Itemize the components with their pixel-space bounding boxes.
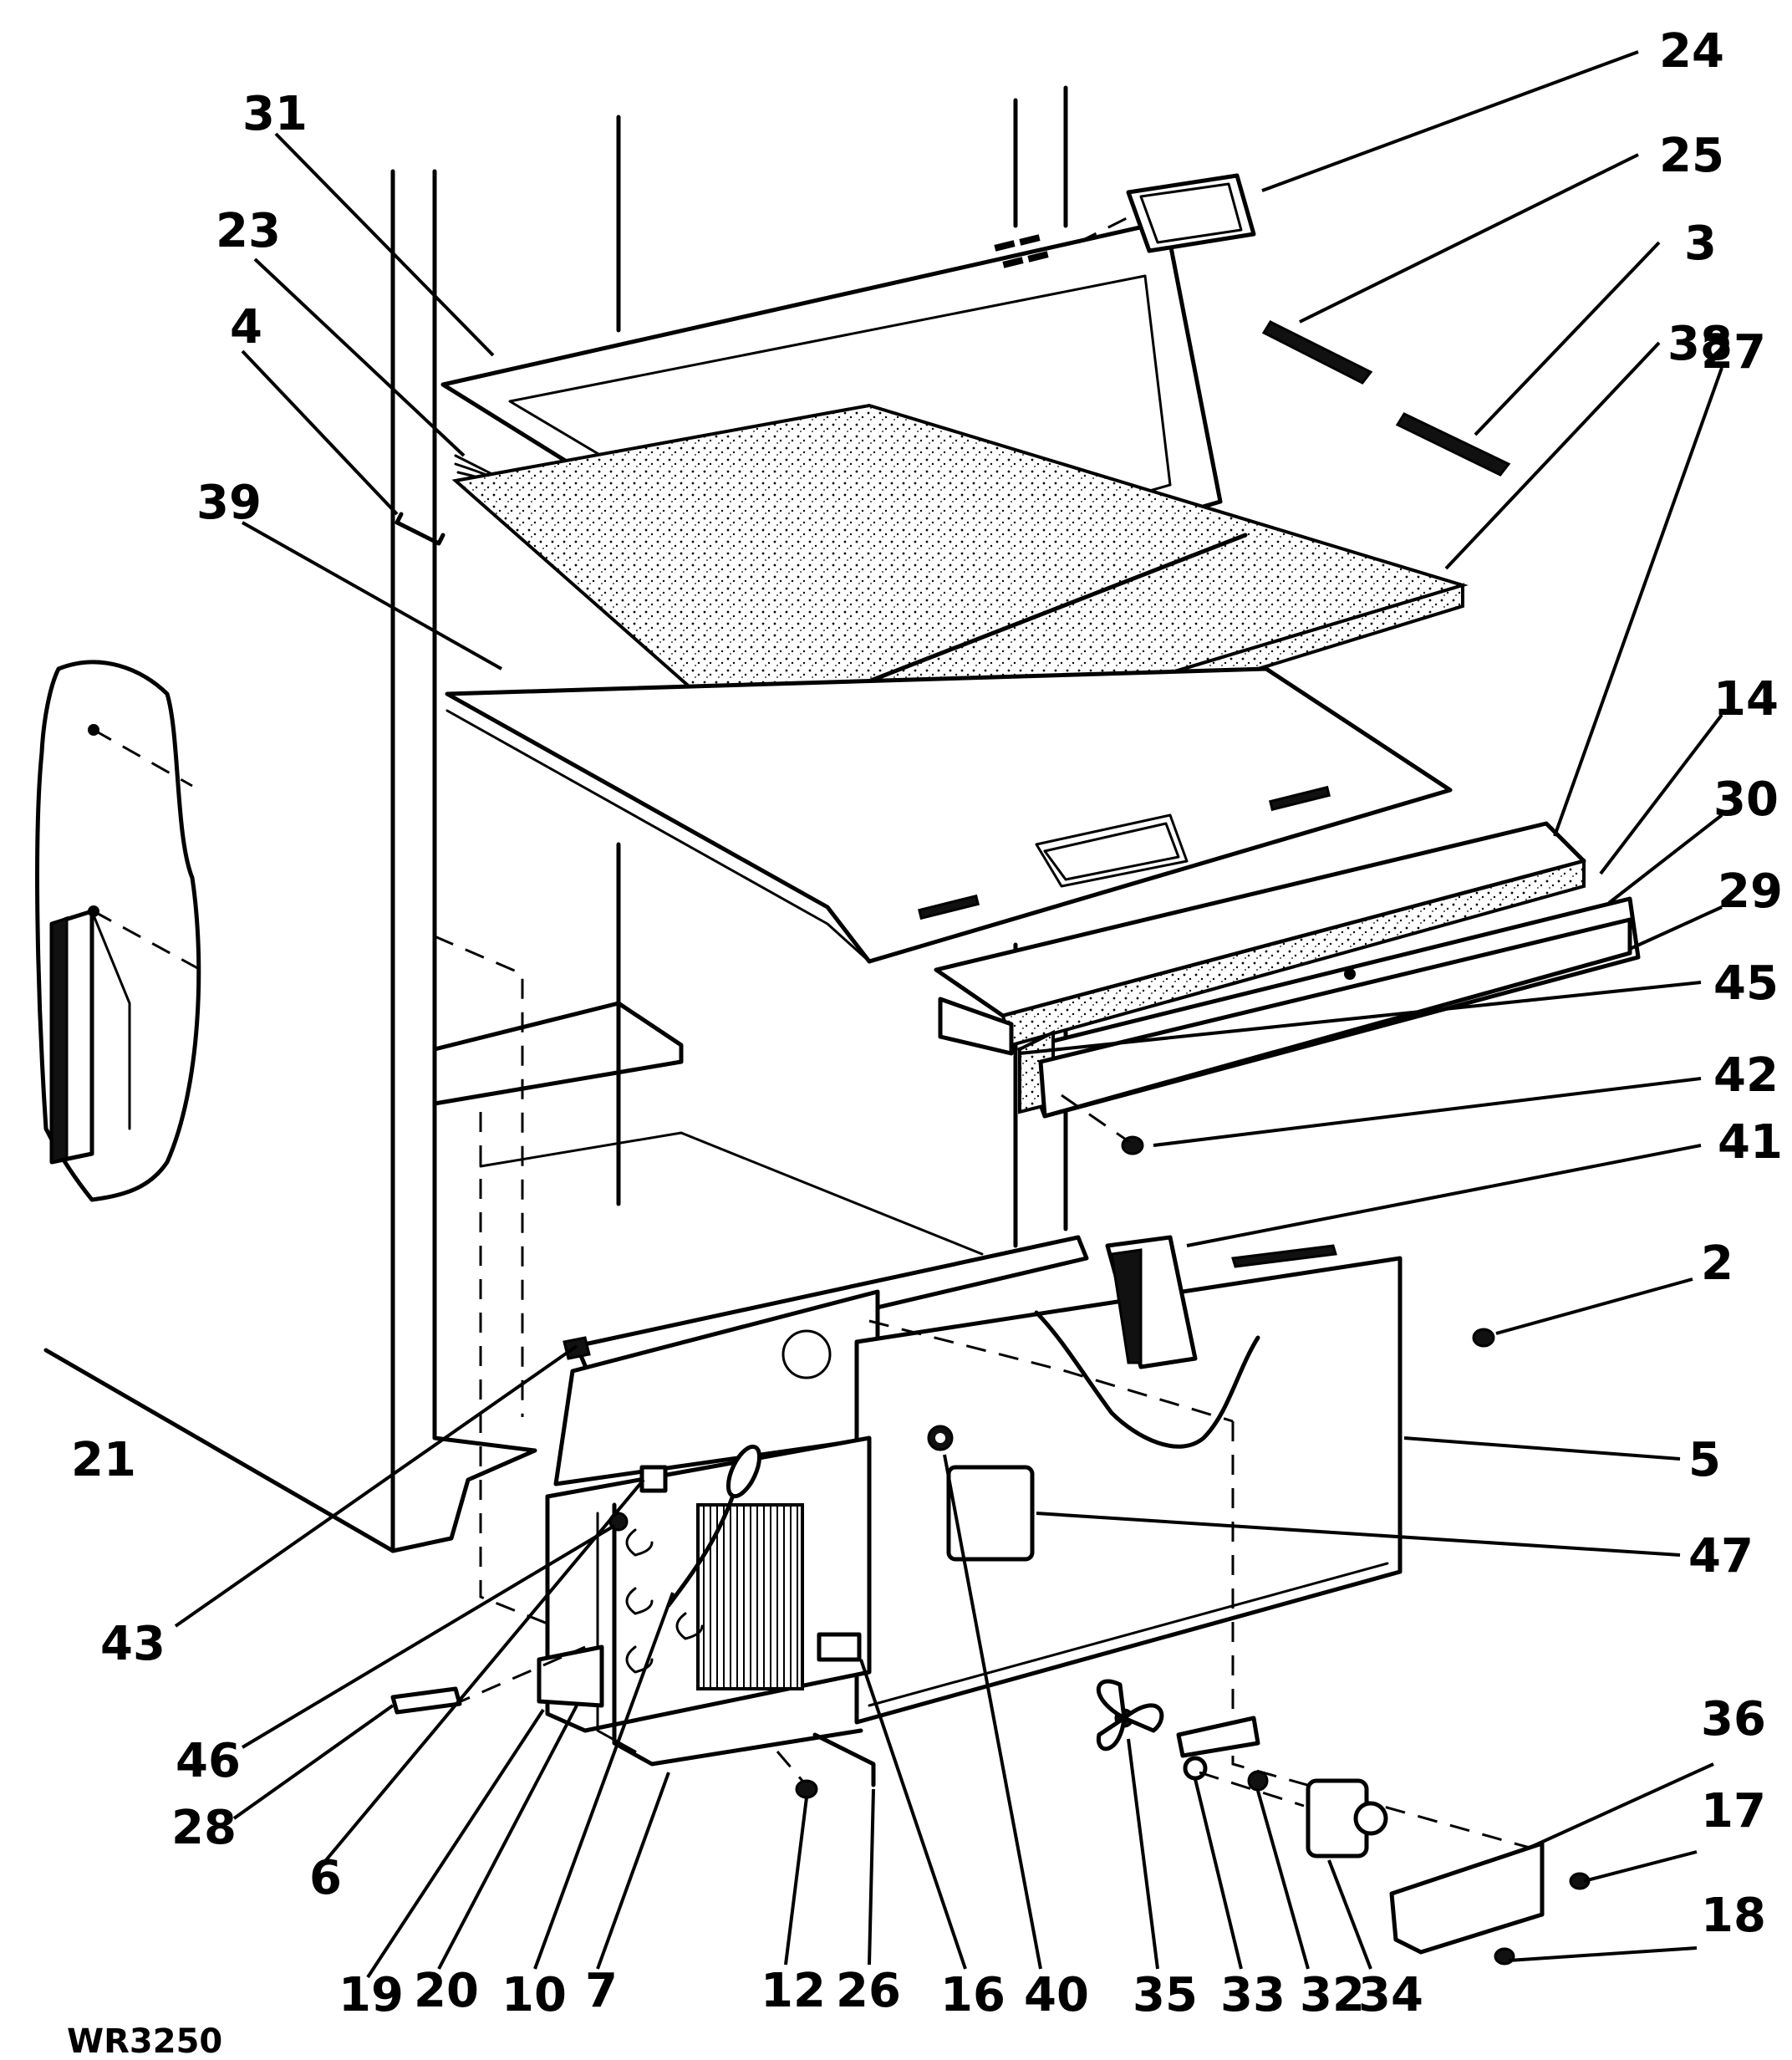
callout-40: 40 [1024,1968,1089,2022]
part-26-pin [812,1732,876,1787]
part-2-screw [1472,1328,1495,1348]
callout-30: 30 [1713,772,1779,827]
diagram-code: WR3250 [67,2022,222,2060]
callout-36: 36 [1701,1692,1766,1746]
part-6-terminal [639,1465,668,1493]
callout-38: 38 [1667,317,1733,371]
callout-31: 31 [242,87,308,141]
callout-2: 2 [1701,1237,1733,1291]
callout-5: 5 [1688,1433,1721,1487]
callout-3: 3 [1684,217,1717,271]
callout-42: 42 [1713,1048,1779,1103]
evaporator-assembly [451,1235,1530,1849]
callout-34: 34 [1358,1968,1423,2022]
callout-41: 41 [1718,1115,1783,1170]
callout-39: 39 [196,476,262,530]
part-21-panel [35,660,201,1202]
callout-45: 45 [1713,956,1779,1011]
callout-17: 17 [1701,1784,1766,1838]
coil-return-bends [625,1528,704,1674]
callout-16: 16 [940,1968,1005,2022]
part-3-strip [1395,412,1511,477]
callout-labels: 24 25 3 38 31 23 4 39 27 14 30 29 45 42 … [67,24,1783,2060]
callout-24: 24 [1659,24,1724,79]
callout-27: 27 [1701,325,1766,380]
part-4-clip [395,512,445,546]
callout-43: 43 [100,1617,165,1671]
callout-19: 19 [339,1968,404,2022]
callout-14: 14 [1713,672,1779,727]
callout-20: 20 [414,1964,479,2018]
part-25-strip [1261,320,1373,385]
motor-assembly [1176,1716,1591,1966]
cabinet-outline [43,85,1068,1640]
callout-25: 25 [1659,129,1724,183]
callout-28: 28 [171,1801,237,1855]
duct-assembly [934,821,1641,1119]
callout-46: 46 [176,1734,241,1788]
part-42-screw [1061,1094,1144,1155]
callout-29: 29 [1718,864,1783,919]
callout-23: 23 [216,204,281,258]
part-43-clip [563,1336,591,1360]
callout-7: 7 [585,1964,618,2018]
part-39-pan [445,666,1453,964]
callout-18: 18 [1701,1889,1766,1943]
callout-35: 35 [1133,1968,1198,2022]
callout-4: 4 [230,300,262,354]
vent-slots [994,234,1049,268]
part-35-fan-blade [1096,1679,1164,1752]
leader-lines [174,50,1723,1979]
callout-32: 32 [1300,1968,1365,2022]
callout-6: 6 [309,1851,342,1905]
callout-33: 33 [1220,1968,1285,2022]
part-12-screw [795,1779,818,1799]
callout-10: 10 [501,1968,567,2022]
part-28-block [390,1686,462,1715]
callout-26: 26 [836,1964,901,2018]
callout-21: 21 [71,1433,136,1487]
callout-47: 47 [1688,1529,1754,1583]
callout-12: 12 [761,1964,826,2018]
